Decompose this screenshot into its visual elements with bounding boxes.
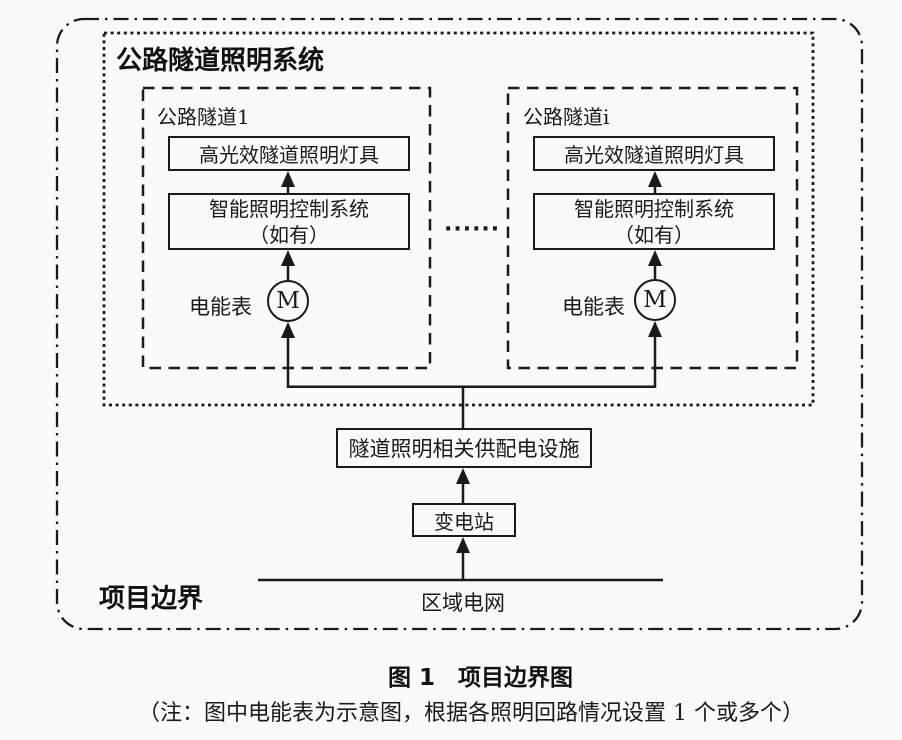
- system-title: 公路隧道照明系统: [116, 46, 325, 76]
- tunnel-1-label: 公路隧道1: [157, 105, 250, 129]
- tunnel-i-lamp-box: 高光效隧道照明灯具: [533, 136, 775, 171]
- tunnel-i-meter-label: 电能表: [562, 295, 625, 319]
- tunnel-1-control-line1: 智能照明控制系统: [209, 196, 369, 221]
- boundary-label: 项目边界: [99, 584, 204, 614]
- tunnel-i-control-line2: （如有）: [614, 222, 694, 247]
- tunnel-1-meter-label: 电能表: [189, 295, 252, 319]
- tunnel-ellipsis: ······: [444, 217, 501, 242]
- tunnel-1-control-line2: （如有）: [249, 222, 329, 247]
- tunnel-1-control-box: 智能照明控制系统 （如有）: [168, 193, 410, 250]
- tunnel-i-control-line1: 智能照明控制系统: [574, 196, 734, 221]
- supply-facilities-box: 隧道照明相关供配电设施: [336, 428, 592, 468]
- project-boundary-border: [55, 17, 864, 631]
- substation-box: 变电站: [412, 503, 516, 537]
- tunnel-1-border: [141, 86, 432, 370]
- tunnel-i-control-box: 智能照明控制系统 （如有）: [533, 193, 775, 250]
- lighting-system-border: [102, 31, 815, 407]
- tunnel-i-label: 公路隧道i: [523, 105, 610, 129]
- tunnel-1-lamp-box: 高光效隧道照明灯具: [168, 136, 410, 171]
- figure-caption: 图 1 项目边界图: [388, 665, 574, 691]
- regional-grid-label: 区域电网: [421, 591, 505, 615]
- tunnel-i-border: [506, 86, 799, 370]
- tunnel-i-meter-symbol: M: [634, 279, 676, 321]
- tunnel-1-meter-symbol: M: [267, 280, 309, 322]
- figure-note: （注：图中电能表为示意图，根据各照明回路情况设置 1 个或多个）: [138, 701, 804, 726]
